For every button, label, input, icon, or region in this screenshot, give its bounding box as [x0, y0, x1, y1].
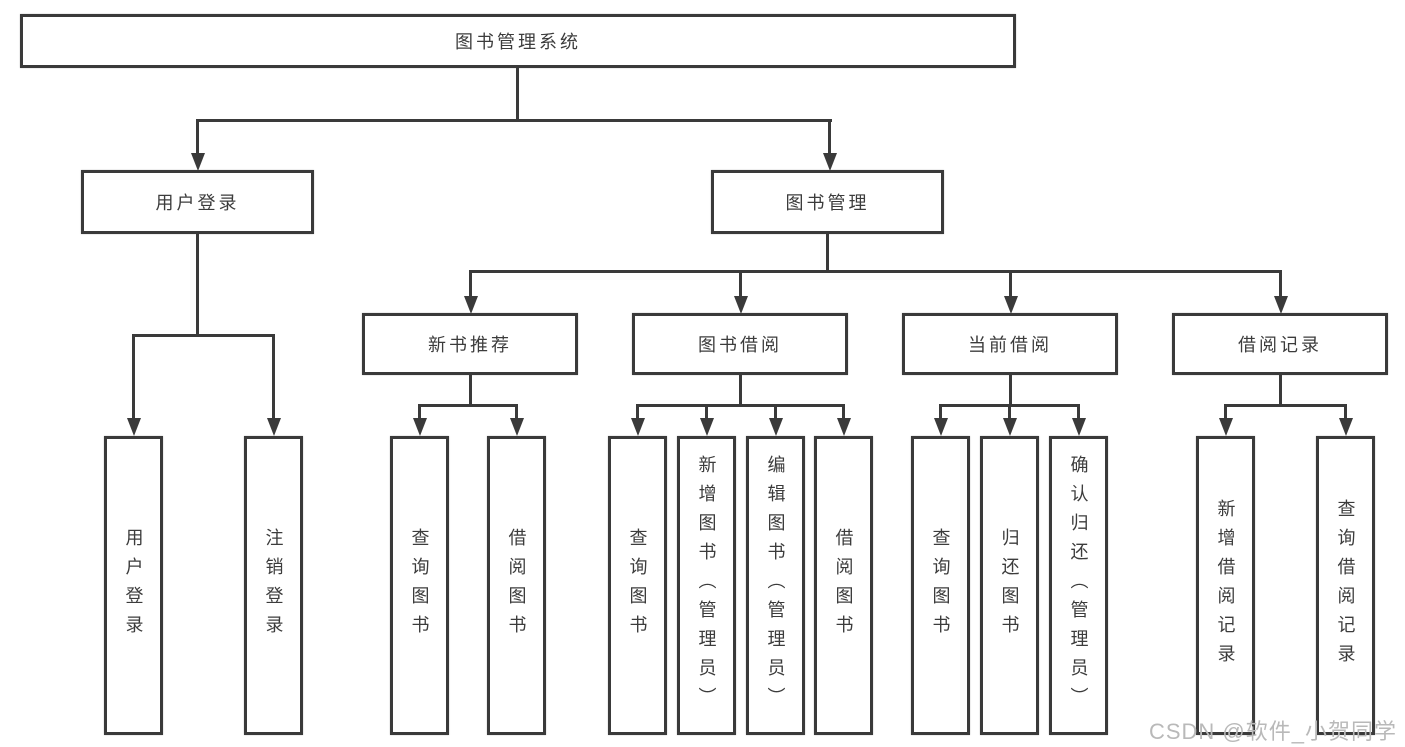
connector-line [774, 404, 777, 419]
connector-line [469, 375, 472, 407]
connector-line [418, 404, 421, 419]
leaf-label: 查询借阅记录 [1335, 498, 1356, 673]
leaf-label: 查询图书 [930, 527, 951, 644]
leaf-label: 借阅图书 [506, 527, 527, 644]
node-book-borrow: 图书借阅 [632, 313, 848, 375]
connector-line [418, 404, 518, 407]
arrowhead-icon [700, 418, 714, 436]
node-user-login-label: 用户登录 [155, 193, 240, 213]
node-book-management: 图书管理 [711, 170, 944, 234]
arrowhead-icon [1004, 296, 1018, 314]
node-user-login: 用户登录 [81, 170, 314, 234]
connector-line [515, 404, 518, 419]
connector-line [469, 270, 472, 297]
arrowhead-icon [631, 418, 645, 436]
csdn-watermark: CSDN @软件_小贺同学 [1148, 719, 1397, 744]
leaf-query-books-current: 查询图书 [911, 436, 970, 735]
leaf-label: 借阅图书 [833, 527, 854, 644]
leaf-label: 查询图书 [409, 527, 430, 644]
node-book-management-label: 图书管理 [785, 193, 870, 213]
arrowhead-icon [1072, 418, 1086, 436]
arrowhead-icon [267, 418, 281, 436]
connector-line [469, 270, 1281, 273]
connector-line [1279, 270, 1282, 297]
arrowhead-icon [1003, 418, 1017, 436]
arrowhead-icon [1339, 418, 1353, 436]
arrowhead-icon [934, 418, 948, 436]
connector-line [739, 270, 742, 297]
node-root-label: 图书管理系统 [455, 32, 581, 52]
connector-line [196, 119, 832, 122]
connector-line [939, 404, 942, 419]
connector-line [939, 404, 1080, 407]
node-borrow-records-label: 借阅记录 [1238, 335, 1322, 355]
connector-line [636, 404, 639, 419]
connector-line [272, 334, 275, 419]
node-current-borrow-label: 当前借阅 [968, 335, 1052, 355]
arrowhead-icon [464, 296, 478, 314]
connector-line [826, 234, 829, 273]
leaf-borrow-books: 借阅图书 [814, 436, 873, 735]
leaf-edit-books-admin: 编辑图书（管理员） [746, 436, 805, 735]
leaf-query-borrow-record: 查询借阅记录 [1316, 436, 1375, 735]
connector-line [1009, 270, 1012, 297]
connector-line [828, 119, 831, 154]
leaf-add-borrow-record: 新增借阅记录 [1196, 436, 1255, 735]
leaf-label: 归还图书 [999, 527, 1020, 644]
connector-line [1077, 404, 1080, 419]
arrowhead-icon [510, 418, 524, 436]
leaf-label: 确认归还（管理员） [1068, 455, 1089, 716]
connector-line [196, 234, 199, 337]
connector-line [196, 119, 199, 154]
leaf-label: 注销登录 [263, 527, 284, 644]
leaf-add-books-admin: 新增图书（管理员） [677, 436, 736, 735]
node-current-borrow: 当前借阅 [902, 313, 1118, 375]
connector-line [705, 404, 708, 419]
arrowhead-icon [1219, 418, 1233, 436]
connector-line [1008, 404, 1011, 419]
leaf-label: 编辑图书（管理员） [765, 455, 786, 716]
connector-line [636, 404, 845, 407]
connector-line [842, 404, 845, 419]
arrowhead-icon [127, 418, 141, 436]
connector-line [1224, 404, 1227, 419]
arrowhead-icon [823, 153, 837, 171]
leaf-return-books: 归还图书 [980, 436, 1039, 735]
leaf-label: 查询图书 [627, 527, 648, 644]
leaf-user-login: 用户登录 [104, 436, 163, 735]
connector-line [1224, 404, 1347, 407]
leaf-label: 新增图书（管理员） [696, 455, 717, 716]
arrowhead-icon [413, 418, 427, 436]
arrowhead-icon [1274, 296, 1288, 314]
connector-line [739, 375, 742, 407]
leaf-logout: 注销登录 [244, 436, 303, 735]
arrowhead-icon [191, 153, 205, 171]
node-new-book-recommend-label: 新书推荐 [428, 335, 512, 355]
connector-line [1279, 375, 1282, 407]
arrowhead-icon [734, 296, 748, 314]
leaf-borrow-books-recommend: 借阅图书 [487, 436, 546, 735]
connector-line [1344, 404, 1347, 419]
arrowhead-icon [769, 418, 783, 436]
connector-line [1009, 375, 1012, 407]
node-root: 图书管理系统 [20, 14, 1016, 68]
leaf-label: 新增借阅记录 [1215, 498, 1236, 673]
connector-line [132, 334, 275, 337]
node-new-book-recommend: 新书推荐 [362, 313, 578, 375]
connector-line [516, 68, 519, 121]
leaf-confirm-return-admin: 确认归还（管理员） [1049, 436, 1108, 735]
leaf-query-books-recommend: 查询图书 [390, 436, 449, 735]
connector-line [132, 334, 135, 419]
arrowhead-icon [837, 418, 851, 436]
leaf-query-books-borrow: 查询图书 [608, 436, 667, 735]
node-borrow-records: 借阅记录 [1172, 313, 1388, 375]
leaf-label: 用户登录 [123, 527, 144, 644]
node-book-borrow-label: 图书借阅 [698, 335, 782, 355]
